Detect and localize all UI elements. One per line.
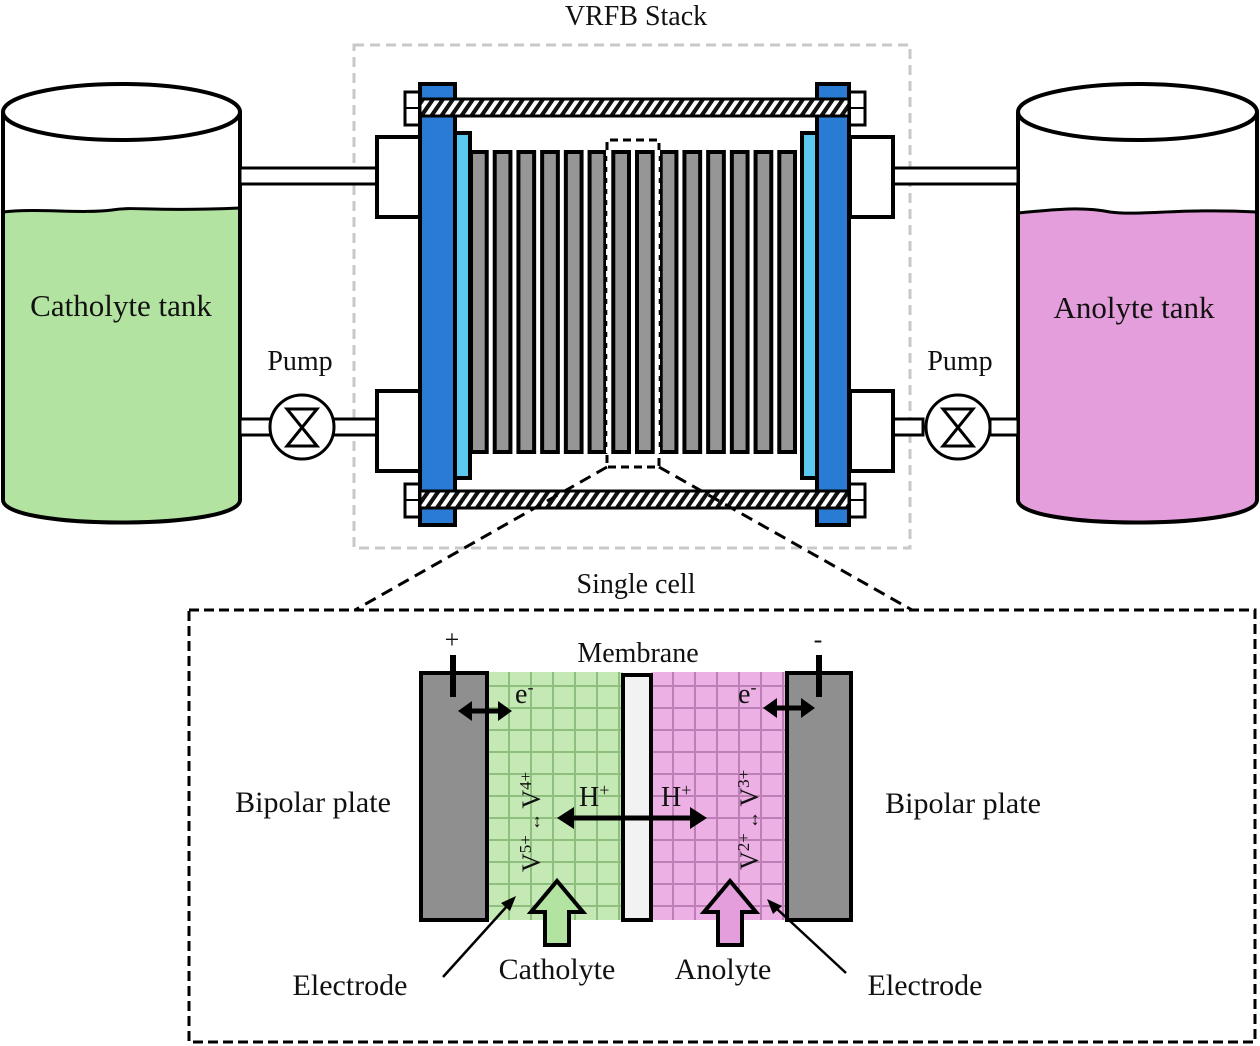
bipolar-plate-stack-9 [658, 150, 679, 454]
left-pump[interactable]: Pump [267, 346, 336, 461]
endplate-right [815, 82, 851, 527]
reaction-anolyte: V2+ ↔ V3+ [734, 770, 764, 870]
electrode-pointer-right [767, 899, 782, 914]
electron-arrow-left [458, 701, 512, 721]
bipolar-plate-stack-8 [635, 150, 655, 454]
bipolar-plate-stack-6 [587, 150, 608, 454]
proton-label-left: H+ [579, 780, 609, 813]
current-collector-left [453, 131, 472, 480]
electron-label-left: e- [515, 677, 533, 710]
stack-title: VRFB Stack [565, 1, 707, 32]
zoom-line-left [354, 465, 608, 612]
anolyte-label: Anolyte [675, 953, 772, 986]
minus-sign: - [814, 625, 823, 654]
catholyte-flow-arrow [526, 877, 588, 947]
pump-icon [939, 407, 977, 448]
current-collector-right [800, 131, 819, 480]
membrane [621, 673, 653, 922]
bipolar-plate-stack-10 [682, 150, 703, 454]
vrfb-stack [375, 82, 895, 527]
bipolar-plate-stack-1 [469, 150, 489, 454]
single-cell: + - Membrane e- e- V5+ ↔ V4+ V2+ ↔ V3+ H… [235, 625, 1041, 1002]
endplate-left [418, 82, 457, 527]
electron-label-right: e- [738, 677, 756, 710]
inlet-port-left-top [375, 135, 422, 219]
electrode-label-right: Electrode [868, 969, 983, 1002]
anolyte-tank-label: Anolyte tank [1054, 290, 1215, 325]
bipolar-plate-stack-2 [492, 150, 513, 454]
single-cell-highlight [605, 455, 661, 469]
bipolar-plate-stack-12 [729, 150, 750, 454]
bipolar-plate-label-right: Bipolar plate [885, 787, 1041, 820]
bipolar-plate-stack-11 [706, 150, 726, 454]
single-cell-title: Single cell [577, 569, 696, 600]
electrode-pointer-left [501, 896, 516, 911]
bipolar-plate-right [785, 671, 853, 922]
tie-rod-top [418, 97, 851, 118]
tie-rod-bottom [418, 489, 851, 510]
bipolar-plate-stack-4 [540, 150, 560, 454]
anolyte-tank: Anolyte tank [1016, 82, 1259, 525]
bipolar-plate-stack-14 [777, 150, 797, 454]
right-pump[interactable]: Pump [924, 346, 993, 461]
plus-sign: + [445, 625, 460, 654]
catholyte-label: Catholyte [499, 953, 616, 986]
reaction-catholyte: V5+ ↔ V4+ [516, 772, 546, 872]
bipolar-plate-stack-7 [611, 150, 631, 454]
stack-boundary [352, 43, 912, 550]
single-cell-box [187, 608, 1257, 1044]
bipolar-plate-stack-3 [516, 150, 537, 454]
electron-arrow-right [763, 698, 815, 718]
proton-arrow [557, 807, 707, 829]
proton-label-right: H+ [661, 780, 691, 813]
catholyte-tank: Catholyte tank [0, 82, 242, 525]
anolyte-flow-arrow [699, 877, 761, 947]
inlet-port-right-bottom [848, 389, 895, 473]
pump-icon [283, 407, 321, 448]
inlet-port-left-bottom [375, 389, 422, 473]
bipolar-plate-stack-5 [563, 150, 584, 454]
catholyte-tank-label: Catholyte tank [30, 288, 212, 323]
bipolar-plate-stack-13 [753, 150, 774, 454]
right-pump-label: Pump [927, 346, 992, 377]
electrode-label-left: Electrode [293, 969, 408, 1002]
zoom-line-right [658, 465, 913, 612]
bipolar-plate-label-left: Bipolar plate [235, 786, 391, 819]
inlet-port-right-top [848, 135, 895, 219]
left-pump-label: Pump [267, 346, 332, 377]
membrane-label: Membrane [577, 638, 698, 669]
